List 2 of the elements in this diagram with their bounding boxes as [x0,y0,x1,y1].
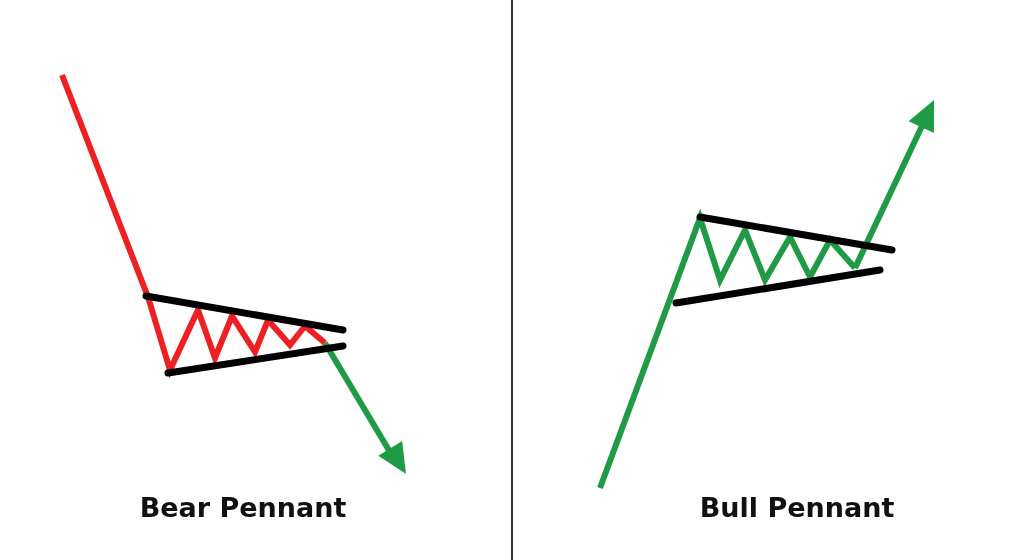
pattern-caption: Bull Pennant [698,492,896,523]
pattern-caption: Bear Pennant [138,492,348,523]
